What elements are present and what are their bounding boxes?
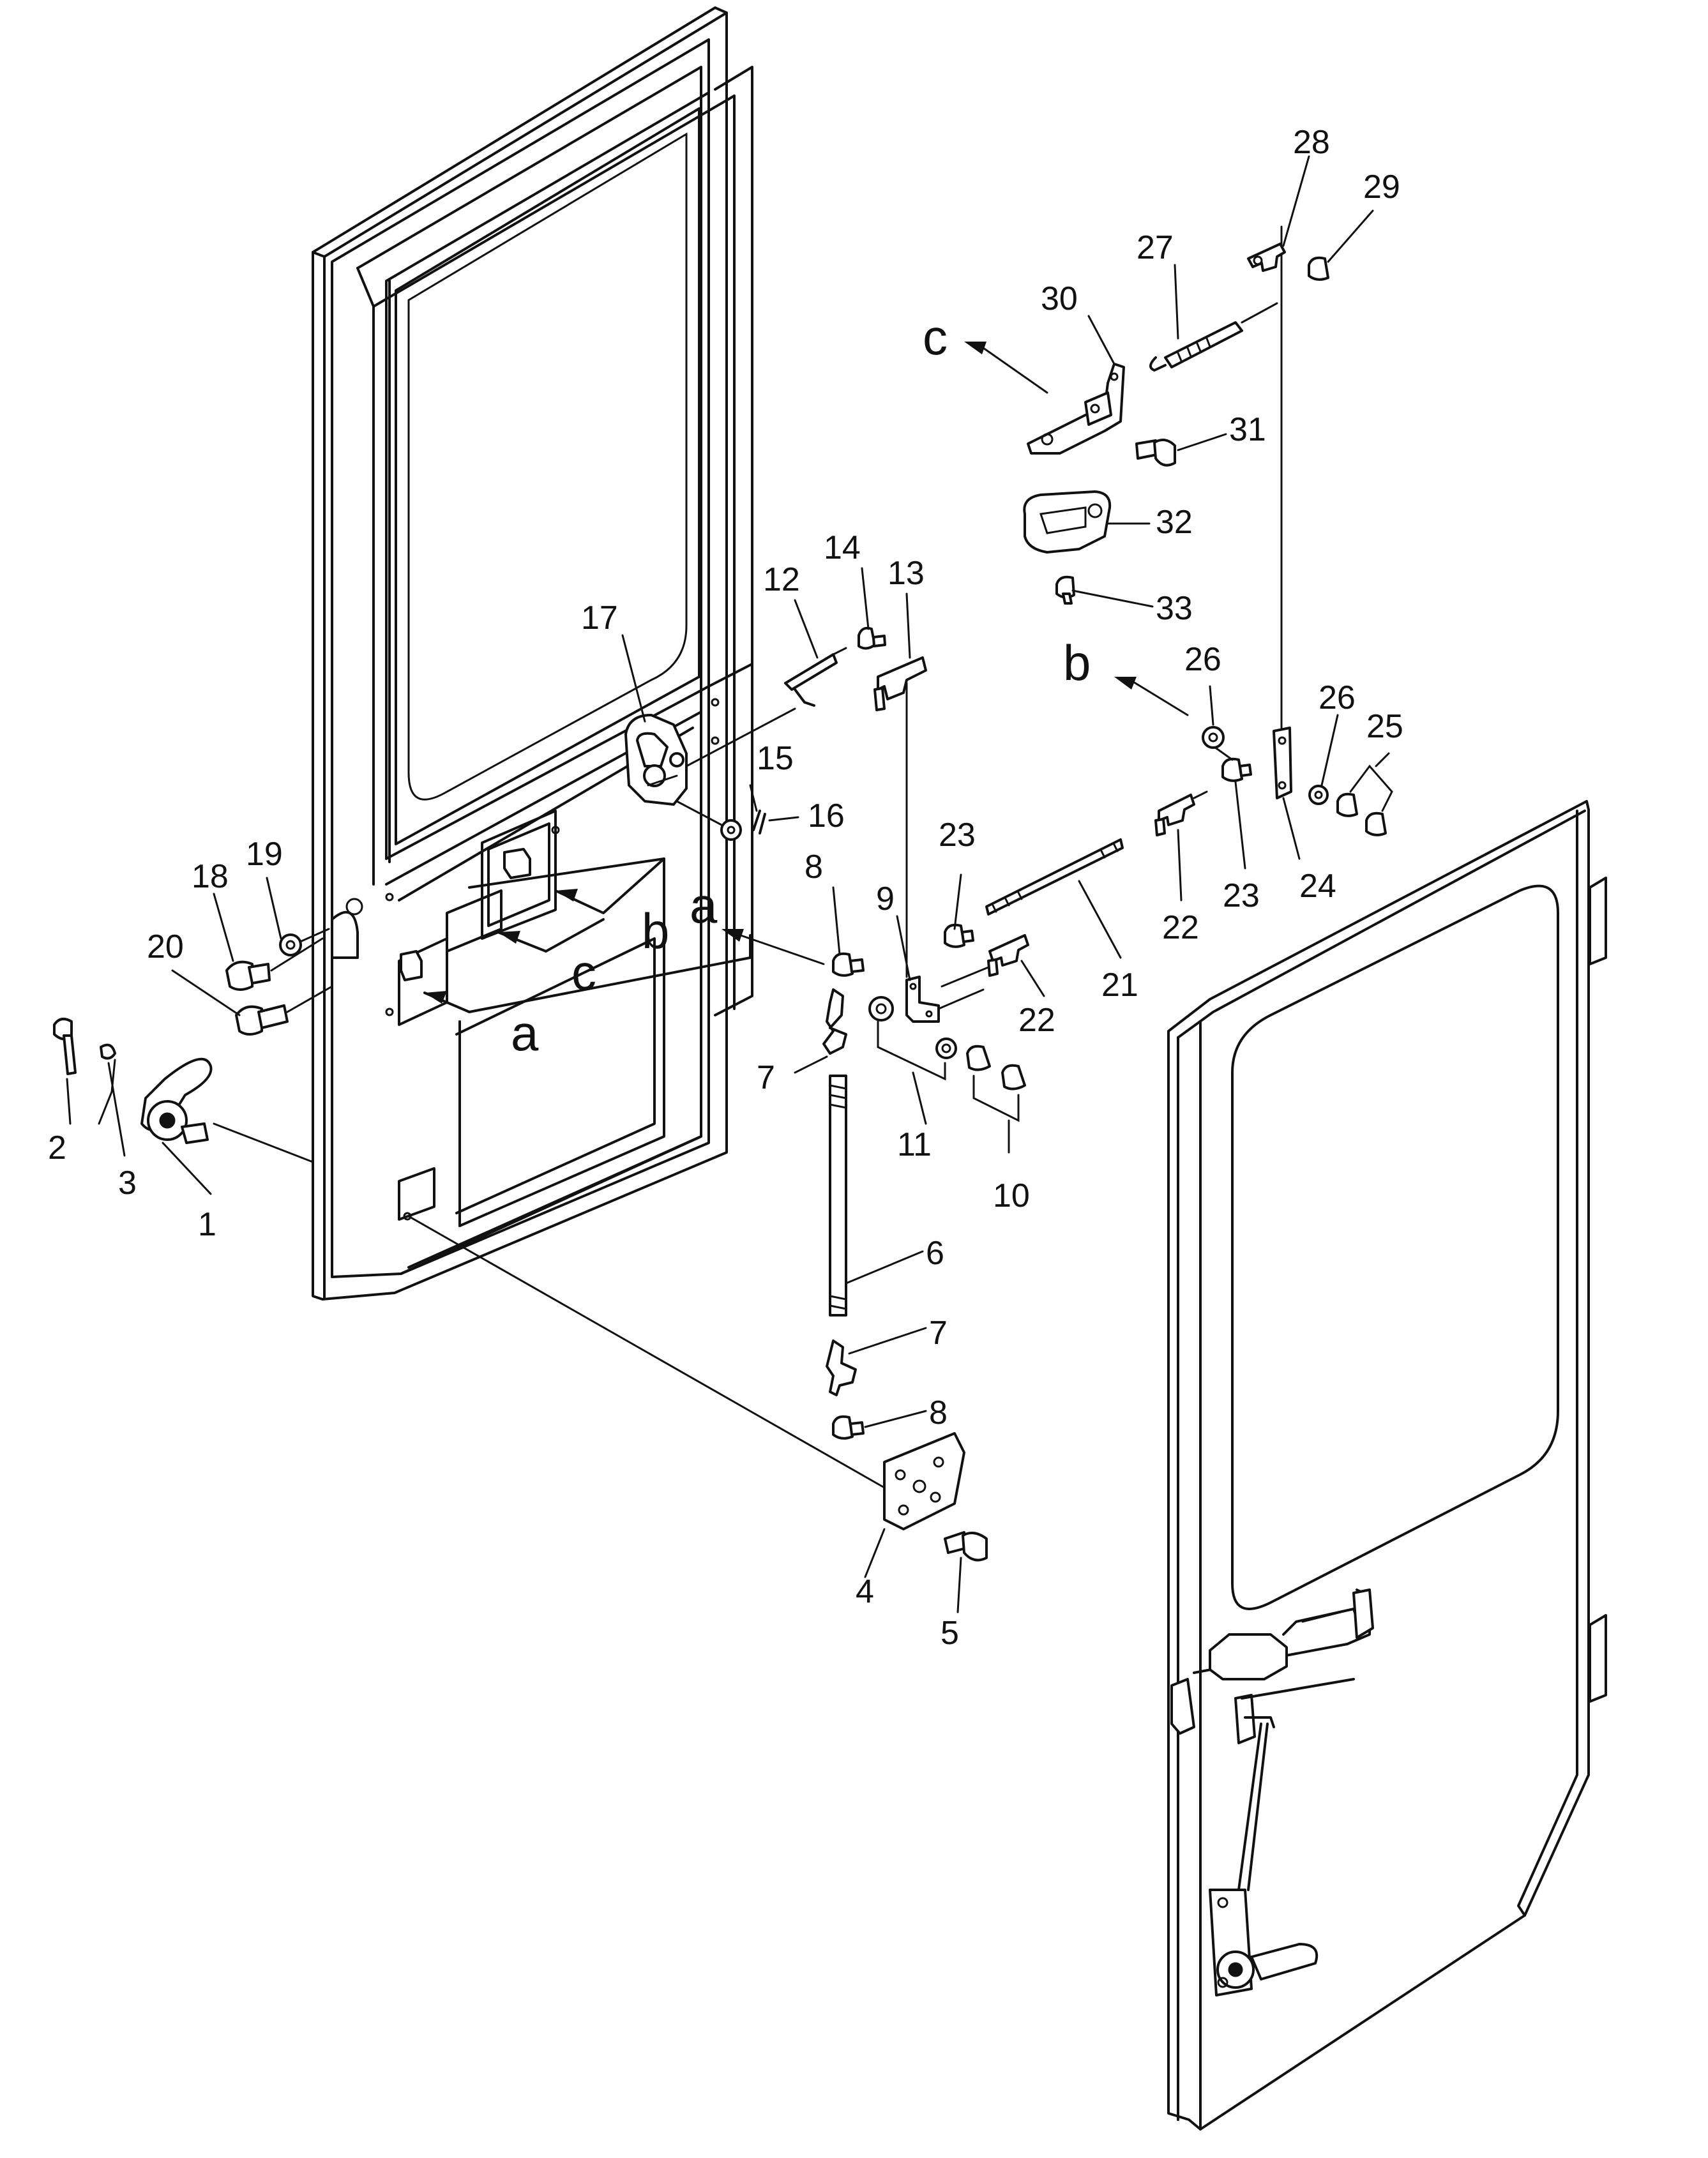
label-9: 9 xyxy=(876,880,895,917)
part-6-rod xyxy=(829,1075,847,1317)
part-15-washer xyxy=(676,800,742,841)
label-15: 15 xyxy=(757,740,794,777)
arrow-c-left xyxy=(497,918,605,953)
part-4-plate xyxy=(407,1215,965,1530)
part-1-handle xyxy=(140,1057,314,1163)
label-c-left: c xyxy=(571,944,596,1000)
part-5-bolt xyxy=(944,1531,988,1562)
label-4: 4 xyxy=(856,1573,874,1610)
label-7-lower: 7 xyxy=(929,1315,948,1352)
arrow-c-right xyxy=(964,342,1048,394)
label-14: 14 xyxy=(824,529,861,566)
label-19: 19 xyxy=(246,836,283,873)
part-9-bracket xyxy=(905,976,985,1023)
part-16-pin xyxy=(752,810,766,834)
label-26-left: 26 xyxy=(1184,641,1221,678)
label-32: 32 xyxy=(1156,504,1193,541)
label-29: 29 xyxy=(1363,169,1400,206)
part-25-nuts xyxy=(1336,764,1393,836)
part-8-nut-upper xyxy=(832,952,865,977)
arrow-a-right xyxy=(722,929,825,965)
label-33: 33 xyxy=(1156,590,1193,627)
part-18-bolt xyxy=(225,937,324,991)
label-a-left: a xyxy=(511,1005,539,1061)
part-19-washer xyxy=(279,928,330,956)
part-26-washer-right xyxy=(1308,785,1329,805)
part-12-rod xyxy=(784,647,847,707)
label-10: 10 xyxy=(993,1177,1030,1214)
label-27: 27 xyxy=(1137,229,1174,266)
left-door-frame xyxy=(312,6,753,1301)
part-28-bracket xyxy=(1247,243,1286,272)
label-21: 21 xyxy=(1101,967,1138,1004)
part-22-bracket-left xyxy=(941,934,1029,988)
right-door-frame xyxy=(1167,800,1607,2131)
part-number-labels: 1 2 3 4 5 6 7 7 8 8 9 10 11 12 13 14 15 … xyxy=(48,124,1403,1652)
label-8-lower: 8 xyxy=(929,1394,948,1431)
arrow-b-right xyxy=(1114,677,1189,716)
arrow-a-left xyxy=(423,934,752,1013)
label-3: 3 xyxy=(118,1165,137,1202)
label-24: 24 xyxy=(1299,868,1336,905)
label-26-right: 26 xyxy=(1319,679,1356,716)
part-22-bracket-right xyxy=(1154,790,1208,836)
part-23-nut-right xyxy=(1209,743,1252,782)
part-8-nut-lower xyxy=(832,1415,865,1440)
part-23-nut-left xyxy=(944,923,974,948)
leader-lines xyxy=(66,155,1390,1613)
label-12: 12 xyxy=(763,561,800,598)
label-25: 25 xyxy=(1366,708,1403,745)
label-22-right: 22 xyxy=(1162,909,1199,946)
part-33-screw xyxy=(1055,575,1075,605)
part-17-lock-body xyxy=(624,707,796,806)
label-23-left: 23 xyxy=(939,817,976,854)
label-7-upper: 7 xyxy=(757,1059,775,1096)
label-b-left: b xyxy=(642,903,669,959)
label-1: 1 xyxy=(198,1206,216,1243)
label-28: 28 xyxy=(1293,124,1330,161)
label-30: 30 xyxy=(1041,280,1078,317)
part-31-bolt xyxy=(1135,439,1176,467)
label-13: 13 xyxy=(888,555,925,592)
label-18: 18 xyxy=(192,858,229,895)
label-a-right: a xyxy=(690,877,718,933)
label-20: 20 xyxy=(147,928,184,965)
label-8-upper: 8 xyxy=(805,849,823,886)
part-14-nut xyxy=(858,626,886,650)
arrow-b-left xyxy=(554,857,665,914)
label-22-left: 22 xyxy=(1018,1002,1055,1039)
part-7-clip-upper xyxy=(822,988,847,1055)
part-32-handle-cup xyxy=(1023,490,1112,554)
label-23-right: 23 xyxy=(1223,877,1260,914)
part-10-bushings xyxy=(966,1045,1026,1122)
part-13-bracket xyxy=(873,656,927,978)
part-2-screw xyxy=(53,1018,77,1075)
label-5: 5 xyxy=(941,1615,959,1652)
part-20-bolt xyxy=(235,985,333,1036)
part-26-washer-left xyxy=(1202,726,1225,749)
label-6: 6 xyxy=(926,1235,944,1272)
part-11-washers xyxy=(868,996,957,1081)
part-30-latch-bracket xyxy=(1027,363,1125,455)
label-11: 11 xyxy=(897,1126,932,1163)
part-29-nut xyxy=(1308,256,1329,281)
part-24-bracket xyxy=(1273,225,1292,799)
part-27-spring xyxy=(1149,302,1278,372)
label-c-right: c xyxy=(923,309,948,365)
label-b-right: b xyxy=(1063,635,1091,691)
label-16: 16 xyxy=(808,797,845,834)
part-3-washer xyxy=(100,1043,116,1060)
part-21-rod xyxy=(985,838,1124,916)
label-17: 17 xyxy=(581,600,618,637)
label-31: 31 xyxy=(1229,411,1266,448)
part-7-clip-lower xyxy=(826,1339,857,1396)
label-2: 2 xyxy=(48,1129,66,1166)
